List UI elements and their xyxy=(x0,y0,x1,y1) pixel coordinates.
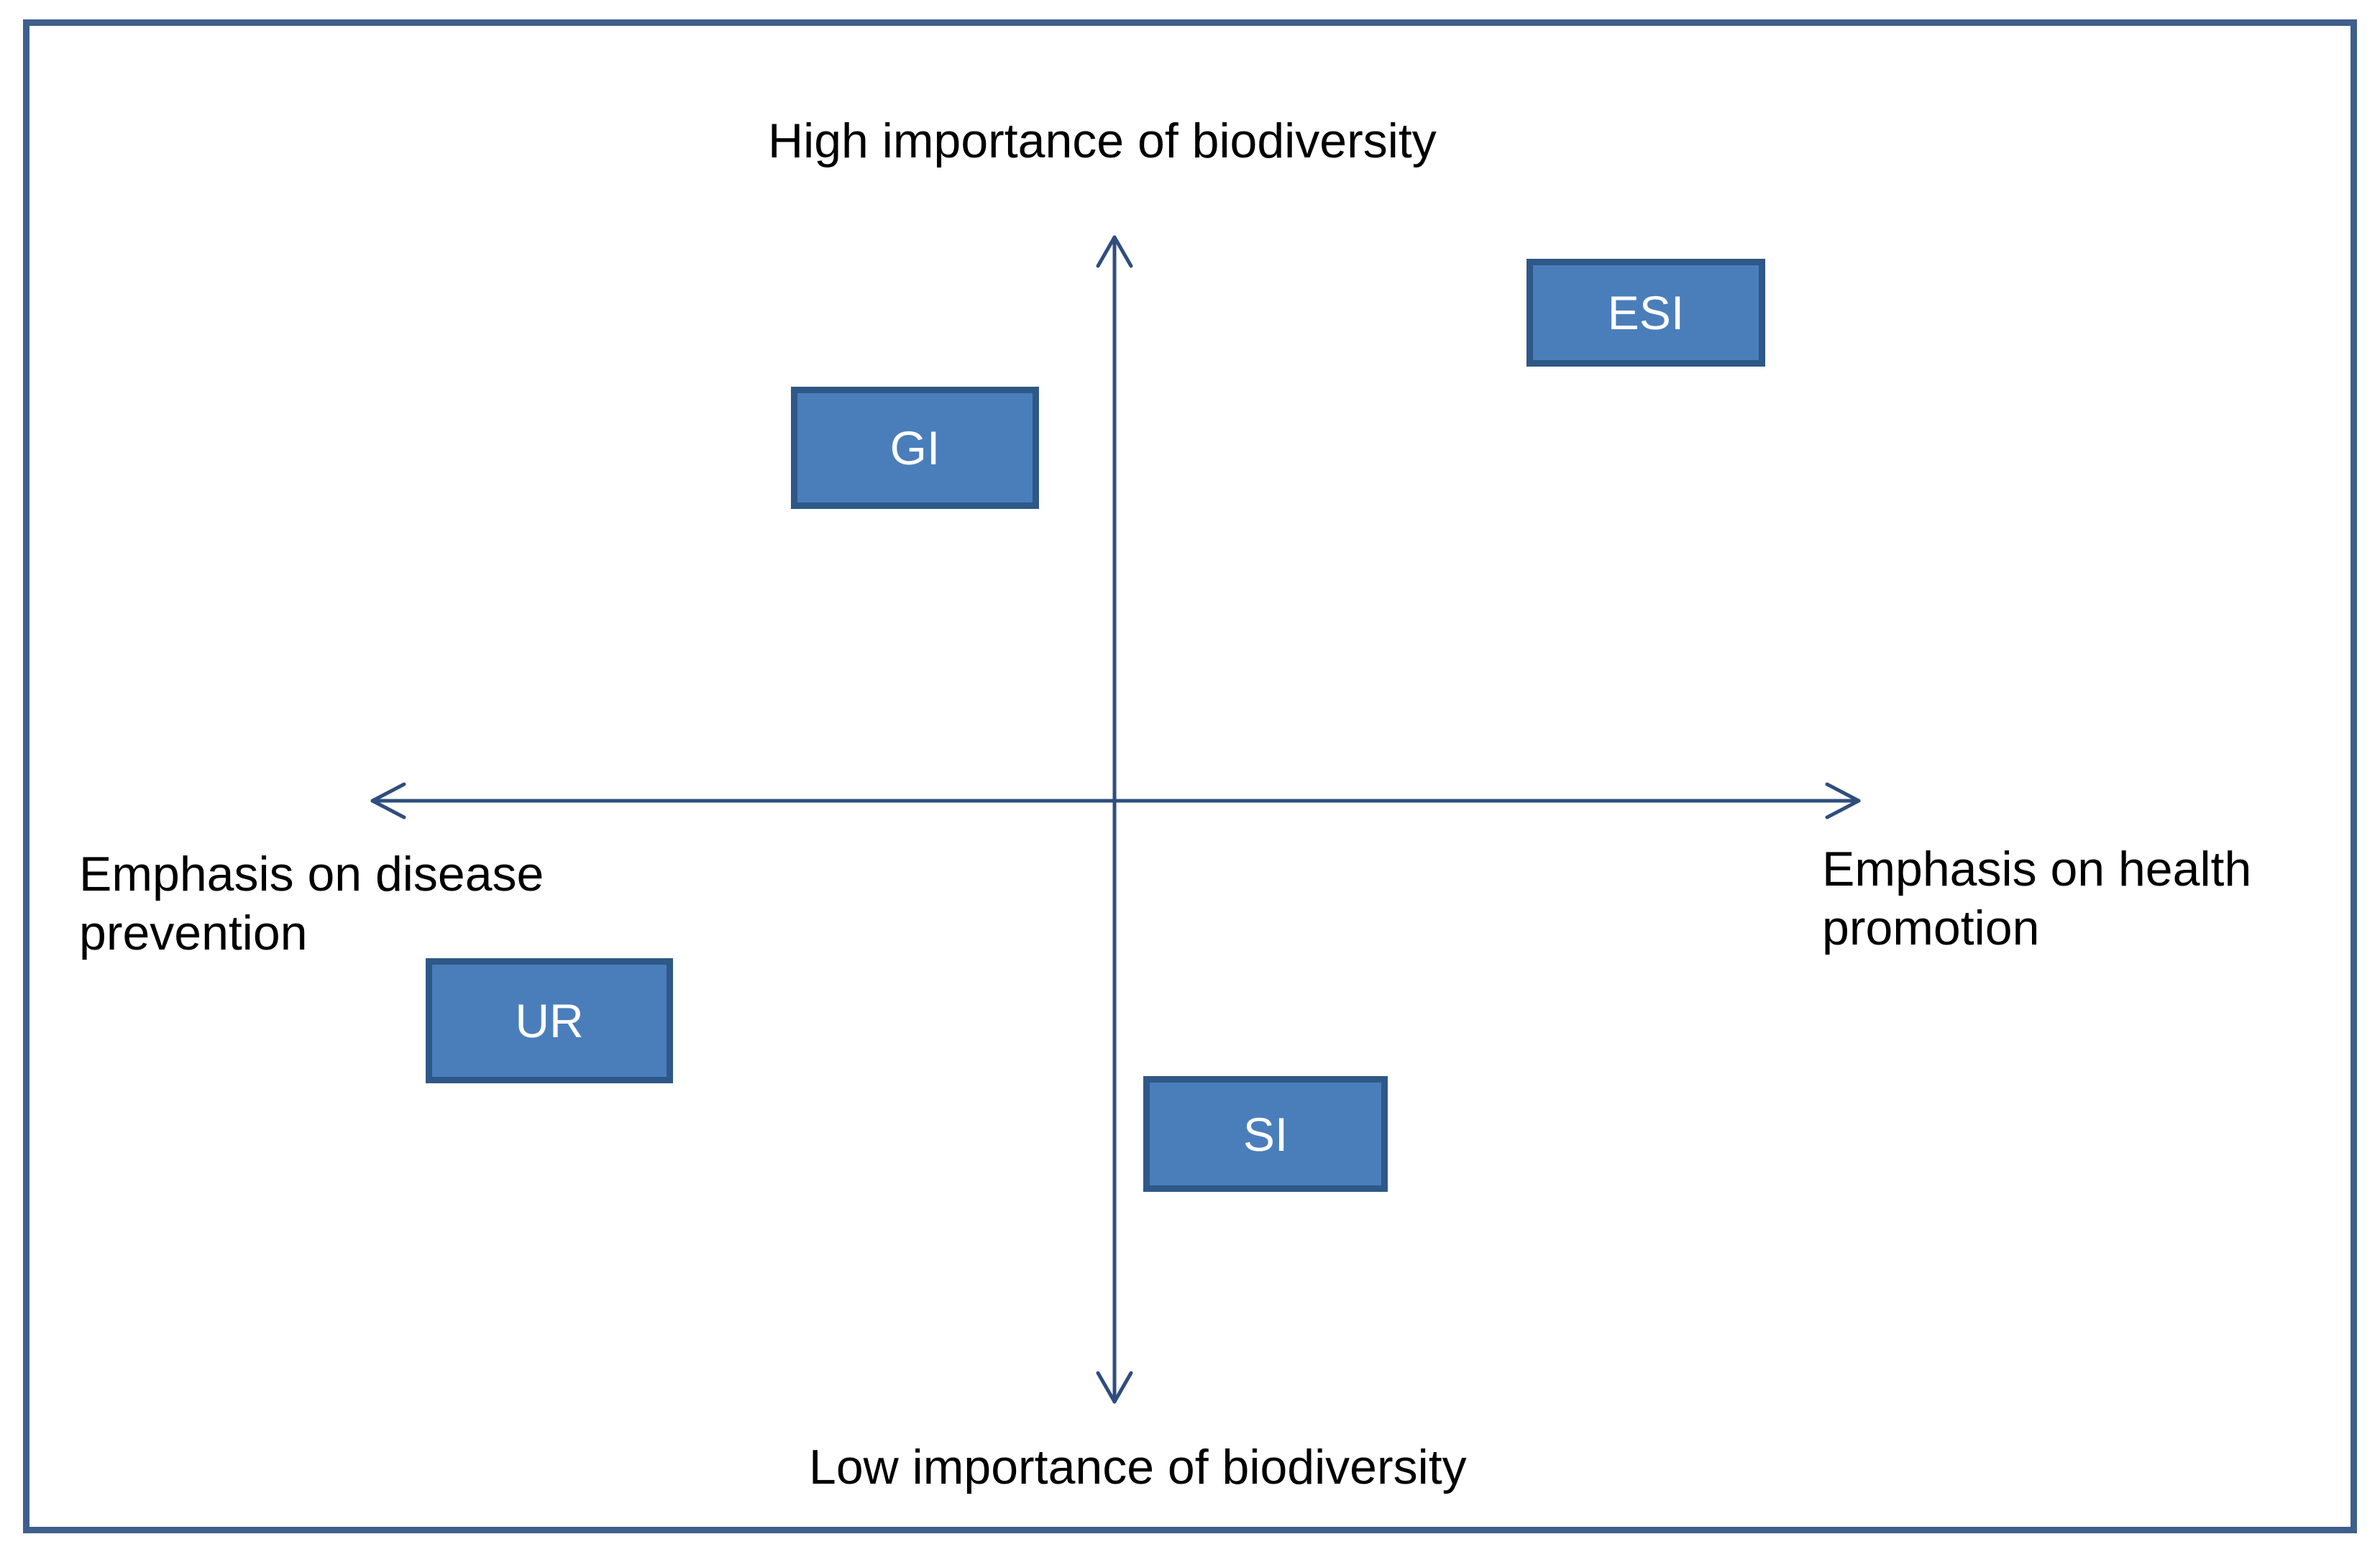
diagram-frame xyxy=(23,19,2357,1533)
arrow-down-icon xyxy=(1096,1371,1133,1404)
arrow-left-icon xyxy=(370,782,406,819)
arrow-up-icon xyxy=(1096,235,1133,268)
label-health-promotion-line-1: Emphasis on health xyxy=(1822,842,2252,896)
box-si: SI xyxy=(1143,1076,1388,1192)
label-high-biodiversity: High importance of biodiversity xyxy=(768,114,1437,168)
box-esi: ESI xyxy=(1527,259,1765,367)
label-health-promotion: Emphasis on health promotion xyxy=(1822,840,2251,957)
label-low-biodiversity: Low importance of biodiversity xyxy=(809,1440,1467,1494)
box-gi: GI xyxy=(791,387,1039,509)
box-ur: UR xyxy=(426,958,673,1083)
label-disease-prevention-line-2: prevention xyxy=(79,906,308,960)
label-disease-prevention: Emphasis on disease prevention xyxy=(79,845,544,963)
arrow-right-icon xyxy=(1825,782,1861,819)
label-disease-prevention-line-1: Emphasis on disease xyxy=(79,847,544,901)
label-health-promotion-line-2: promotion xyxy=(1822,901,2040,955)
